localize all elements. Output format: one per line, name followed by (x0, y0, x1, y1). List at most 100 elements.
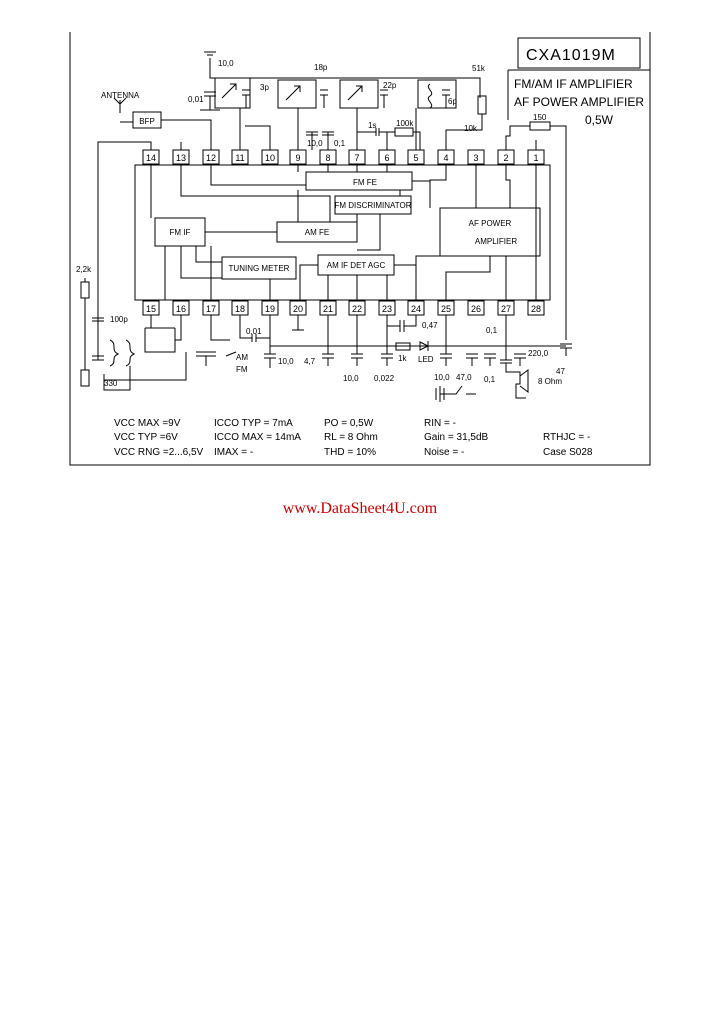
spec-icco-max: ICCO MAX = 14mA (214, 432, 301, 443)
spec-rthjc: RTHJC = - (543, 432, 590, 443)
bottom-pins: 15 16 17 18 19 20 21 22 23 24 25 26 27 2… (142, 300, 545, 316)
pin-label: 10 (265, 153, 275, 163)
c-1s-label: 1s (368, 121, 376, 130)
spec-vcc-typ: VCC TYP =6V (114, 432, 178, 443)
spec-noise: Noise = - (424, 447, 464, 458)
c-0-022-label: 0,022 (374, 374, 395, 383)
pin-label: 26 (471, 304, 481, 314)
spec-icco-typ: ICCO TYP = 7mA (214, 418, 293, 429)
am-switch-label: AM (236, 353, 248, 362)
r-100k-label: 100k (396, 119, 414, 128)
spec-vcc-rng: VCC RNG =2...6,5V (114, 447, 204, 458)
spec-rl: RL = 8 Ohm (324, 432, 378, 443)
top-external-circuit: ANTENNA BFP 10,0 0,01 3p 18p 22p 6p 5 1 (97, 51, 567, 360)
spec-po: PO = 0,5W (324, 418, 374, 429)
c-10-0-e-label: 10,0 (434, 373, 450, 382)
pin-label: 3 (473, 153, 478, 163)
spec-thd: THD = 10% (324, 447, 376, 458)
top-pins: 14 13 12 11 10 9 8 7 6 5 4 3 2 1 (142, 149, 545, 165)
pin-label: 28 (531, 304, 541, 314)
am-if-det-agc-block: AM IF DET AGC (327, 261, 386, 270)
c-4-7-label: 4,7 (304, 357, 316, 366)
pin-label: 6 (384, 153, 389, 163)
pin-label: 14 (146, 153, 156, 163)
pin-label: 16 (176, 304, 186, 314)
c-0-1-c-label: 0,1 (486, 326, 498, 335)
pin-label: 18 (235, 304, 245, 314)
speaker-label: 8 Ohm (538, 377, 562, 386)
pin-label: 21 (323, 304, 333, 314)
pin-label: 17 (206, 304, 216, 314)
af-power-label-1: AF POWER (469, 219, 512, 228)
fm-discriminator-block: FM DISCRIMINATOR (334, 201, 411, 210)
c-top-left-label: 10,0 (218, 59, 234, 68)
c-47-label: 47 (556, 367, 565, 376)
c-0-47-label: 0,47 (422, 321, 438, 330)
title-block: CXA1019M FM/AM IF AMPLIFIER AF POWER AMP… (507, 37, 650, 127)
c-10-0-c-label: 10,0 (278, 357, 294, 366)
led-label: LED (418, 355, 434, 364)
internal-wiring (150, 165, 537, 300)
pin-label: 25 (441, 304, 451, 314)
am-fe-block: AM FE (305, 228, 329, 237)
pin-label: 1 (533, 153, 538, 163)
spec-case: Case S028 (543, 447, 593, 458)
fm-switch-label: FM (236, 365, 248, 374)
internal-blocks: FM FE FM DISCRIMINATOR AM FE FM IF AF PO… (154, 171, 541, 280)
c-10-0-b-label: 10,0 (307, 139, 323, 148)
title-line1: FM/AM IF AMPLIFIER (514, 77, 633, 91)
tuning-meter-block: TUNING METER (229, 264, 290, 273)
pin-label: 27 (501, 304, 511, 314)
pin-label: 24 (411, 304, 421, 314)
pin-label: 2 (503, 153, 508, 163)
bottom-external-circuit: 2,2k 100p 330 AM FM 0,01 10,0 4,7 10,0 0… (76, 265, 572, 402)
c-0-01-label: 0,01 (188, 95, 204, 104)
datasheet-site-link[interactable]: www.DataSheet4U.com (282, 500, 438, 517)
c-0-1-d-label: 0,1 (484, 375, 496, 384)
c-22p-label: 22p (383, 81, 397, 90)
pin-label: 19 (265, 304, 275, 314)
c-100p-label: 100p (110, 315, 128, 324)
c-10-0-d-label: 10,0 (343, 374, 359, 383)
c-220-0-label: 220,0 (528, 349, 549, 358)
pin-label: 8 (325, 153, 330, 163)
title-line2: AF POWER AMPLIFIER (514, 95, 644, 109)
pin-label: 12 (206, 153, 216, 163)
pin-label: 9 (295, 153, 300, 163)
pin-label: 23 (382, 304, 392, 314)
spec-rin: RIN = - (424, 418, 456, 429)
r-150-label: 150 (533, 113, 547, 122)
r-10k-label: 10k (464, 124, 478, 133)
ic-body (134, 164, 551, 301)
spec-imax: IMAX = - (214, 447, 253, 458)
c-0-01-b-label: 0,01 (246, 327, 262, 336)
pin-label: 20 (293, 304, 303, 314)
page-frame (69, 32, 651, 466)
r-2-2k-label: 2,2k (76, 265, 92, 274)
c-47-0-label: 47,0 (456, 373, 472, 382)
spec-gain: Gain = 31,5dB (424, 432, 489, 443)
title-line3: 0,5W (585, 113, 614, 127)
pin-label: 7 (354, 153, 359, 163)
af-power-label-2: AMPLIFIER (475, 237, 517, 246)
bfp-block: BFP (139, 117, 155, 126)
pin-label: 13 (176, 153, 186, 163)
pin-label: 22 (352, 304, 362, 314)
c-6p-label: 6p (448, 97, 457, 106)
pin-label: 4 (443, 153, 448, 163)
pin-label: 5 (413, 153, 418, 163)
pin-label: 15 (146, 304, 156, 314)
c-18p-label: 18p (314, 63, 328, 72)
spec-vcc-max: VCC MAX =9V (114, 418, 181, 429)
part-number: CXA1019M (526, 47, 616, 64)
r-1k-label: 1k (398, 354, 407, 363)
fm-fe-block: FM FE (353, 178, 377, 187)
spec-table: VCC MAX =9V VCC TYP =6V VCC RNG =2...6,5… (114, 418, 593, 458)
fm-if-block: FM IF (170, 228, 191, 237)
antenna-label: ANTENNA (101, 91, 140, 100)
c-3p-label: 3p (260, 83, 269, 92)
c-0-1-b-label: 0,1 (334, 139, 346, 148)
pin-label: 11 (235, 153, 244, 163)
r-330-label: 330 (104, 379, 118, 388)
